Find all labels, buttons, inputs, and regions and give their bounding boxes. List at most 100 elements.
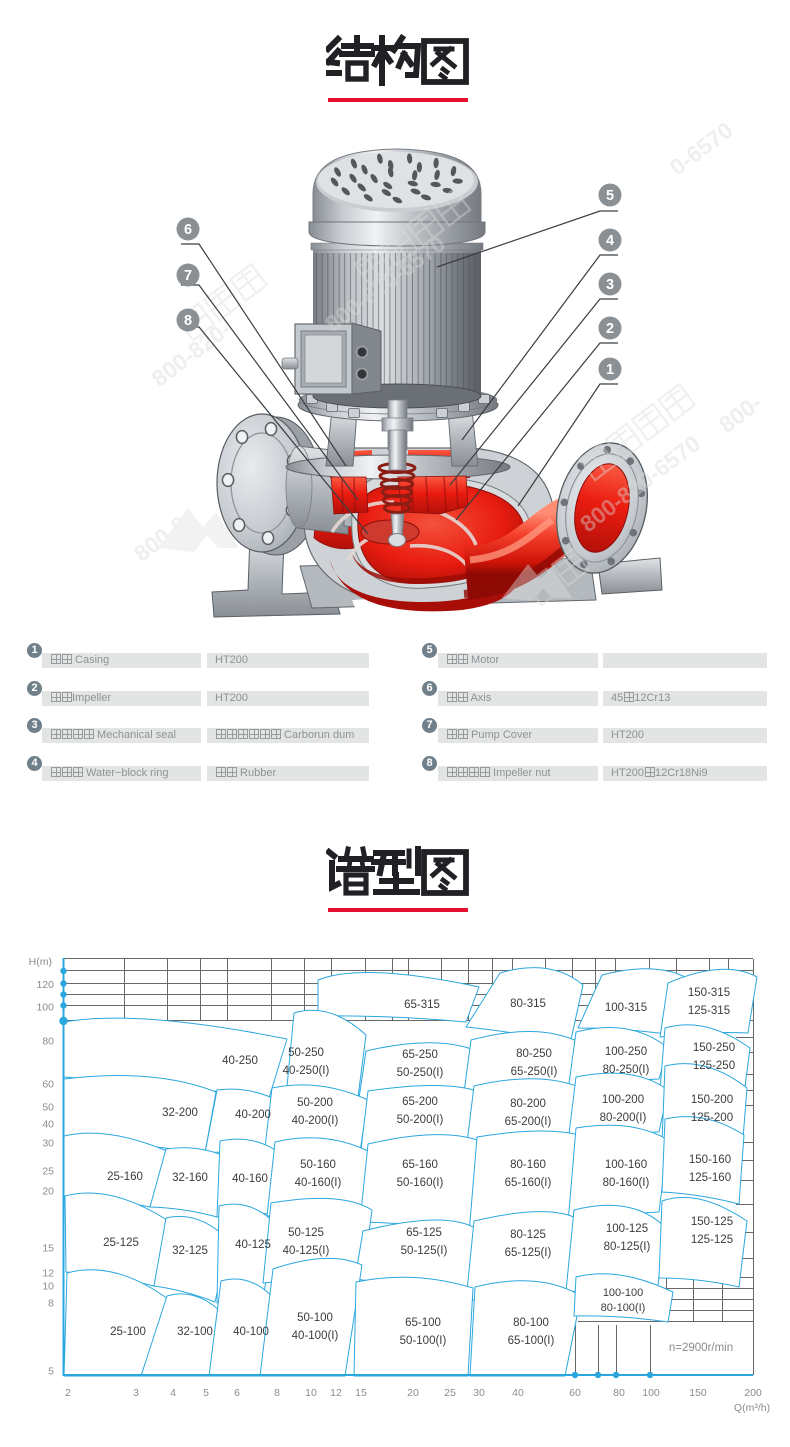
svg-text:40-160: 40-160 <box>232 1173 268 1185</box>
svg-text:125-315: 125-315 <box>688 1005 730 1017</box>
svg-text:80-250(I): 80-250(I) <box>603 1064 650 1076</box>
svg-text:150-200: 150-200 <box>691 1094 733 1106</box>
svg-text:120: 120 <box>36 979 54 991</box>
svg-text:100-200: 100-200 <box>602 1094 644 1106</box>
svg-text:125-200: 125-200 <box>691 1112 733 1124</box>
svg-text:2: 2 <box>65 1387 71 1399</box>
svg-text:n=2900r/min: n=2900r/min <box>669 1342 733 1354</box>
svg-text:40-125: 40-125 <box>235 1239 271 1251</box>
svg-text:65-125: 65-125 <box>406 1227 442 1239</box>
svg-text:150-250: 150-250 <box>693 1042 735 1054</box>
svg-text:125-250: 125-250 <box>693 1060 735 1072</box>
svg-text:150-160: 150-160 <box>689 1154 731 1166</box>
svg-text:60: 60 <box>569 1387 581 1399</box>
svg-text:40-160(I): 40-160(I) <box>295 1177 342 1189</box>
svg-text:150-315: 150-315 <box>688 987 730 999</box>
svg-text:80-125: 80-125 <box>510 1229 546 1241</box>
svg-text:25-125: 25-125 <box>103 1237 139 1249</box>
svg-text:5: 5 <box>48 1366 54 1378</box>
svg-text:50-200(I): 50-200(I) <box>397 1114 444 1126</box>
svg-text:8: 8 <box>48 1298 54 1310</box>
svg-text:65-160: 65-160 <box>402 1159 438 1171</box>
svg-text:32-200: 32-200 <box>162 1107 198 1119</box>
svg-text:80: 80 <box>613 1387 625 1399</box>
svg-text:6: 6 <box>184 222 192 238</box>
svg-text:50-125(I): 50-125(I) <box>401 1245 448 1257</box>
svg-text:100-250: 100-250 <box>605 1046 647 1058</box>
svg-text:4: 4 <box>606 233 614 249</box>
svg-text:40-100: 40-100 <box>233 1326 269 1338</box>
svg-text:100-100: 100-100 <box>603 1287 643 1299</box>
svg-text:40-100(I): 40-100(I) <box>292 1330 339 1342</box>
svg-text:200: 200 <box>744 1387 762 1399</box>
svg-text:4: 4 <box>170 1387 176 1399</box>
svg-text:100-125: 100-125 <box>606 1223 648 1235</box>
svg-text:50-100: 50-100 <box>297 1312 333 1324</box>
svg-text:80-250: 80-250 <box>516 1048 552 1060</box>
svg-text:100-315: 100-315 <box>605 1002 647 1014</box>
svg-text:40-250: 40-250 <box>222 1055 258 1067</box>
svg-text:80-100: 80-100 <box>513 1317 549 1329</box>
svg-text:40-250(I): 40-250(I) <box>283 1065 330 1077</box>
svg-text:150-125: 150-125 <box>691 1216 733 1228</box>
svg-text:50-250: 50-250 <box>288 1047 324 1059</box>
svg-text:3: 3 <box>133 1387 139 1399</box>
svg-text:Q(m³/h): Q(m³/h) <box>734 1402 770 1414</box>
svg-text:65-315: 65-315 <box>404 999 440 1011</box>
svg-text:15: 15 <box>355 1387 367 1399</box>
svg-text:65-100: 65-100 <box>405 1317 441 1329</box>
svg-text:1: 1 <box>606 362 614 378</box>
svg-text:65-125(I): 65-125(I) <box>505 1247 552 1259</box>
svg-text:7: 7 <box>184 268 192 284</box>
svg-text:80-200: 80-200 <box>510 1098 546 1110</box>
svg-text:65-250(I): 65-250(I) <box>511 1066 558 1078</box>
svg-text:12: 12 <box>42 1268 54 1280</box>
svg-text:5: 5 <box>203 1387 209 1399</box>
svg-text:20: 20 <box>407 1387 419 1399</box>
svg-text:50-160(I): 50-160(I) <box>397 1177 444 1189</box>
svg-text:125-160: 125-160 <box>689 1172 731 1184</box>
svg-text:32-160: 32-160 <box>172 1172 208 1184</box>
svg-text:50-200: 50-200 <box>297 1097 333 1109</box>
svg-text:32-125: 32-125 <box>172 1245 208 1257</box>
svg-text:65-200: 65-200 <box>402 1096 438 1108</box>
svg-text:25-100: 25-100 <box>110 1326 146 1338</box>
svg-text:100: 100 <box>36 1002 54 1014</box>
svg-text:65-200(I): 65-200(I) <box>505 1116 552 1128</box>
svg-text:40-200: 40-200 <box>235 1109 271 1121</box>
svg-text:80-125(I): 80-125(I) <box>604 1241 651 1253</box>
svg-text:25: 25 <box>42 1166 54 1178</box>
svg-text:12: 12 <box>330 1387 342 1399</box>
svg-text:8: 8 <box>184 313 192 329</box>
svg-text:65-250: 65-250 <box>402 1049 438 1061</box>
svg-text:60: 60 <box>42 1079 54 1091</box>
svg-text:40: 40 <box>512 1387 524 1399</box>
svg-text:10: 10 <box>305 1387 317 1399</box>
svg-text:80-100(I): 80-100(I) <box>601 1302 646 1314</box>
svg-text:5: 5 <box>606 188 614 204</box>
svg-text:65-100(I): 65-100(I) <box>508 1335 555 1347</box>
svg-text:6: 6 <box>234 1387 240 1399</box>
svg-text:H(m): H(m) <box>29 956 52 968</box>
svg-text:10: 10 <box>42 1281 54 1293</box>
svg-text:25-160: 25-160 <box>107 1171 143 1183</box>
svg-text:65-160(I): 65-160(I) <box>505 1177 552 1189</box>
svg-text:80: 80 <box>42 1036 54 1048</box>
svg-text:150: 150 <box>689 1387 707 1399</box>
svg-text:30: 30 <box>473 1387 485 1399</box>
svg-text:40: 40 <box>42 1119 54 1131</box>
svg-text:80-200(I): 80-200(I) <box>600 1112 647 1124</box>
svg-text:8: 8 <box>274 1387 280 1399</box>
svg-text:100-160: 100-160 <box>605 1159 647 1171</box>
svg-text:32-100: 32-100 <box>177 1326 213 1338</box>
svg-text:40-125(I): 40-125(I) <box>283 1245 330 1257</box>
svg-text:50-250(I): 50-250(I) <box>397 1067 444 1079</box>
svg-text:50: 50 <box>42 1102 54 1114</box>
svg-text:15: 15 <box>42 1243 54 1255</box>
svg-text:2: 2 <box>606 321 614 337</box>
svg-text:20: 20 <box>42 1186 54 1198</box>
svg-text:40-200(I): 40-200(I) <box>292 1115 339 1127</box>
svg-text:80-160: 80-160 <box>510 1159 546 1171</box>
svg-text:25: 25 <box>444 1387 456 1399</box>
svg-text:125-125: 125-125 <box>691 1234 733 1246</box>
